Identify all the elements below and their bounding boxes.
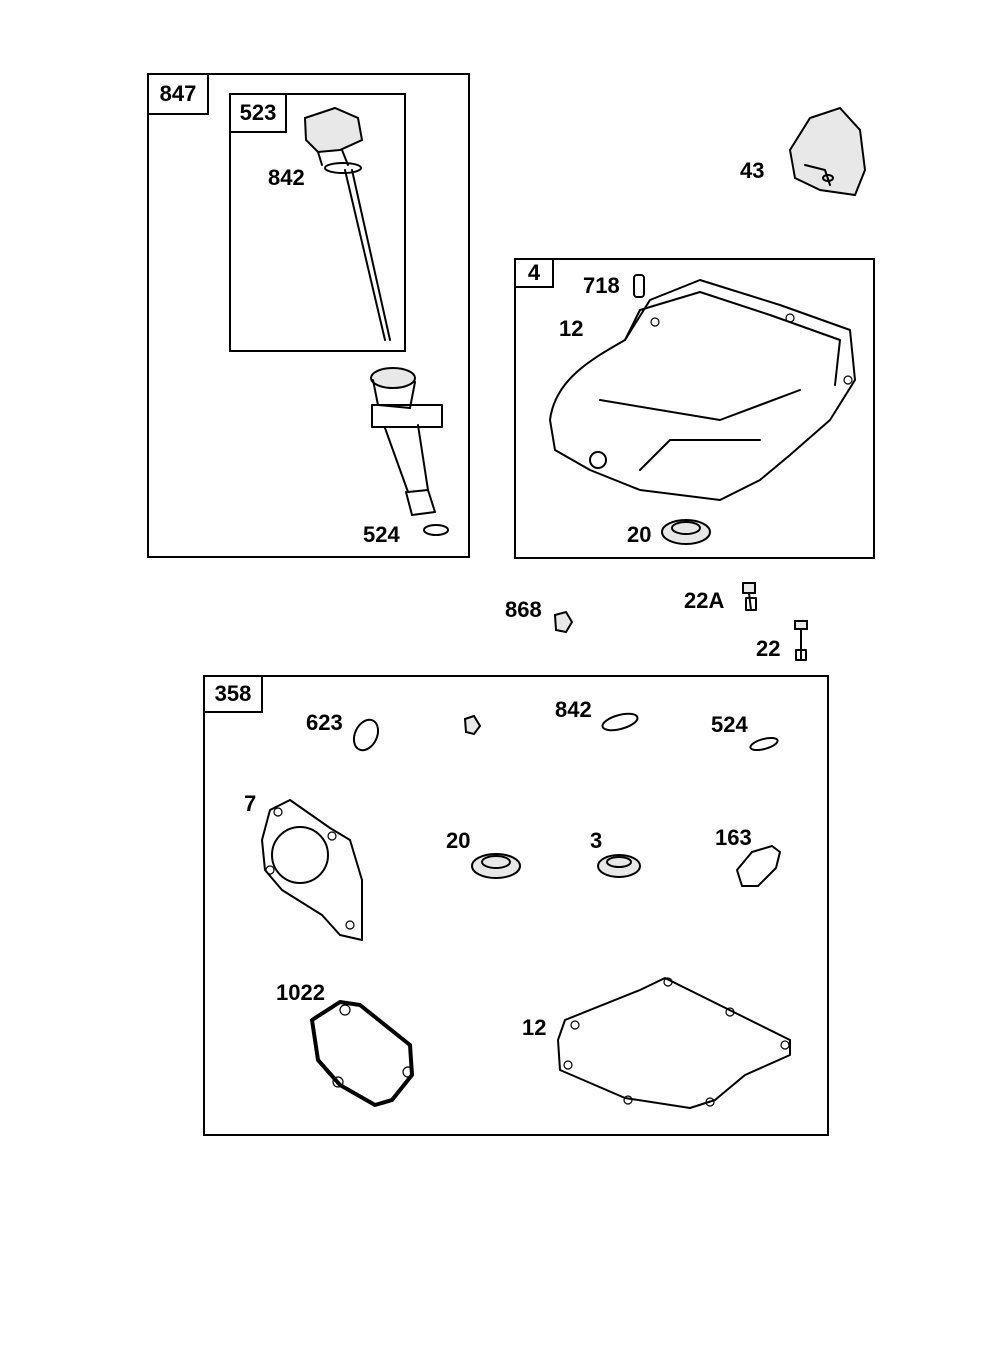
kit-seal-20-part (471, 853, 521, 879)
part-label-524-kit: 524 (711, 712, 748, 737)
part-label-3: 3 (590, 828, 603, 853)
oring-623-part (352, 718, 380, 752)
part-label-524: 524 (363, 522, 400, 547)
kit-frame-4: 4 (514, 258, 875, 559)
kit-plug-part (463, 714, 482, 736)
kit-gasket-12-part (557, 977, 791, 1109)
part-label-22a: 22A (684, 588, 725, 613)
kit-gasket-163-part (736, 845, 781, 887)
governor-part (788, 106, 867, 197)
dipstick-tube-part (370, 367, 449, 536)
part-label-842: 842 (268, 165, 305, 190)
cylinder-gasket-part (261, 799, 363, 941)
kit-gasket-1022-part (310, 1000, 414, 1107)
oring-524-part (749, 736, 779, 752)
part-label-842-kit: 842 (555, 697, 592, 722)
kit-frame-523: 523 (229, 93, 406, 352)
part-label-7: 7 (244, 791, 257, 816)
sump-housing-part (549, 279, 856, 501)
kit-frame-358: 358 (203, 675, 829, 1136)
part-label-20: 20 (627, 522, 652, 547)
kit-seal-3-part (597, 854, 641, 878)
kit-number-badge: 847 (147, 73, 209, 115)
part-label-43: 43 (740, 158, 765, 183)
part-label-1022: 1022 (276, 980, 325, 1005)
part-label-718: 718 (583, 273, 620, 298)
part-label-163: 163 (715, 825, 752, 850)
part-label-12: 12 (559, 316, 584, 341)
drain-plug-part (553, 610, 574, 634)
part-label-20-kit: 20 (446, 828, 471, 853)
part-label-22: 22 (756, 636, 781, 661)
kit-number-badge: 358 (203, 675, 263, 713)
kit-number-badge: 4 (514, 258, 554, 288)
dipstick-part (303, 106, 391, 341)
bolt-22-part (794, 620, 808, 661)
part-label-12-kit: 12 (522, 1015, 547, 1040)
oil-seal-part (661, 519, 711, 545)
part-label-623: 623 (306, 710, 343, 735)
oring-842-part (601, 712, 639, 732)
kit-frame-847: 847 (147, 73, 470, 558)
part-label-868: 868 (505, 597, 542, 622)
kit-number-badge: 523 (229, 93, 287, 133)
pin-part (633, 274, 645, 298)
bolt-22a-part (742, 582, 757, 611)
